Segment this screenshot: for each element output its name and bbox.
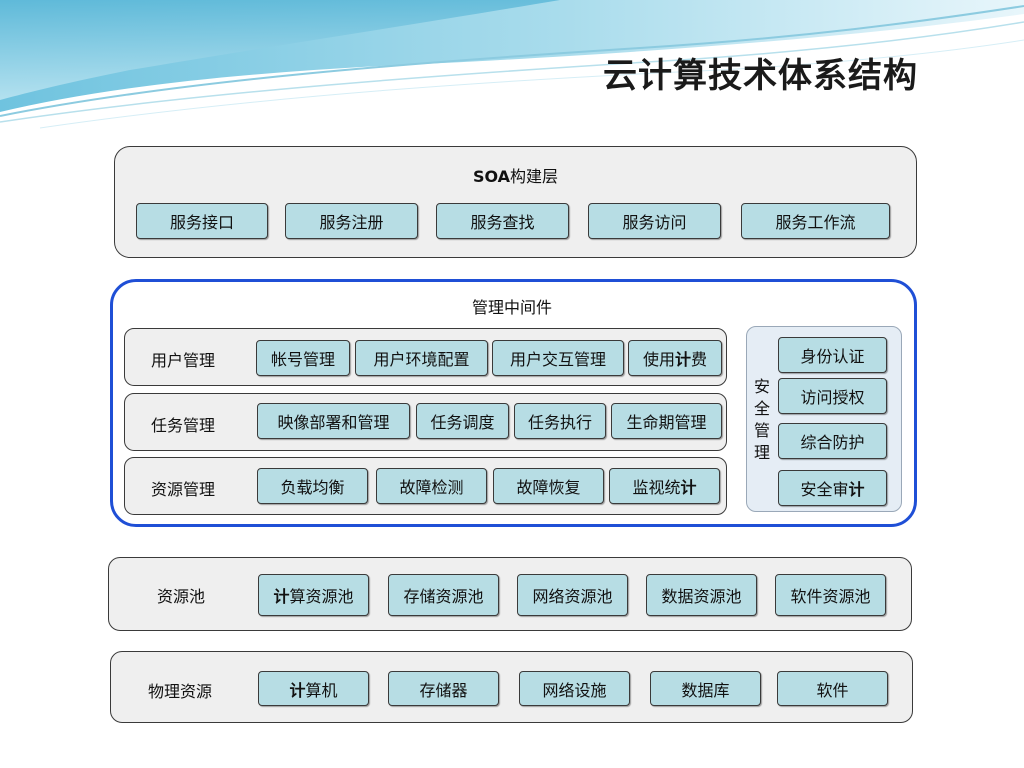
user-mgmt-item: 帐号管理 <box>256 340 350 376</box>
physical-item: 存储器 <box>388 671 499 706</box>
header-wave-decoration <box>0 0 1024 129</box>
security-management-label: 安 全 管 理 <box>753 377 770 462</box>
soa-item: 服务工作流 <box>741 203 890 239</box>
user-mgmt-item-billing: 使用计费 <box>628 340 722 376</box>
resource-pool-item: 软件资源池 <box>775 574 886 616</box>
resource-mgmt-item: 故障恢复 <box>493 468 604 504</box>
task-mgmt-item: 任务调度 <box>416 403 509 439</box>
security-item: 身份认证 <box>778 337 887 373</box>
user-management-label: 用户管理 <box>151 351 216 370</box>
physical-item: 软件 <box>777 671 888 706</box>
user-mgmt-item: 用户交互管理 <box>492 340 624 376</box>
soa-item: 服务查找 <box>436 203 569 239</box>
middleware-title: 管理中间件 <box>471 298 552 317</box>
soa-layer: SOA构建层 <box>114 146 917 258</box>
resource-pool-label: 资源池 <box>157 587 206 606</box>
resource-mgmt-item: 负载均衡 <box>257 468 368 504</box>
resource-management-label: 资源管理 <box>151 480 216 499</box>
physical-item-computer: 计算机 <box>258 671 369 706</box>
user-mgmt-item: 用户环境配置 <box>355 340 488 376</box>
task-mgmt-item: 生命期管理 <box>611 403 722 439</box>
resource-mgmt-item: 故障检测 <box>376 468 487 504</box>
task-mgmt-item: 映像部署和管理 <box>257 403 410 439</box>
task-mgmt-item: 任务执行 <box>514 403 606 439</box>
physical-item: 数据库 <box>650 671 761 706</box>
resource-mgmt-item-monitoring: 监视统计 <box>609 468 720 504</box>
resource-pool-item-compute: 计算资源池 <box>258 574 369 616</box>
resource-pool-item: 数据资源池 <box>646 574 757 616</box>
resource-pool-item: 存储资源池 <box>388 574 499 616</box>
physical-resources-label: 物理资源 <box>148 682 213 701</box>
slide-title: 云计算技术体系结构 <box>603 56 918 96</box>
task-management-label: 任务管理 <box>151 416 216 435</box>
security-item-audit: 安全审计 <box>778 470 887 506</box>
soa-item: 服务接口 <box>136 203 268 239</box>
soa-layer-title: SOA构建层 <box>472 167 559 186</box>
resource-pool-item: 网络资源池 <box>517 574 628 616</box>
soa-item: 服务注册 <box>285 203 418 239</box>
soa-item: 服务访问 <box>588 203 721 239</box>
security-item: 综合防护 <box>778 423 887 459</box>
physical-item: 网络设施 <box>519 671 630 706</box>
security-item: 访问授权 <box>778 378 887 414</box>
